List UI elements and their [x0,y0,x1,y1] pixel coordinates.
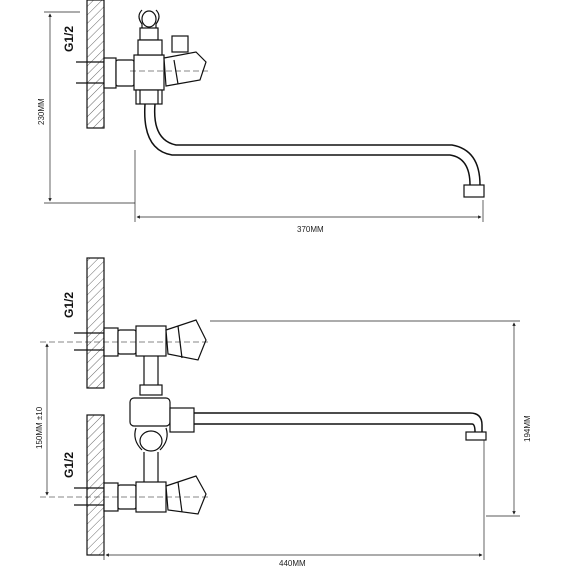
top-view-dimensions [44,11,484,222]
top-view [76,0,485,198]
thread-label-front-lower: G1/2 [62,452,76,478]
spacing-dim-label: 150MM ±10 [35,406,44,449]
front-view-dimensions [45,320,520,560]
thread-label-front-upper: G1/2 [62,292,76,318]
wall-hatch-lower [86,414,105,556]
wall-hatch-upper [86,257,105,389]
height-dim-label-front: 194MM [523,415,532,442]
wall-hatch-top [86,0,105,129]
length-dim-label-top: 370MM [297,225,324,234]
thread-label-top: G1/2 [62,26,76,52]
front-view [40,257,487,556]
height-dim-label-top: 230MM [37,98,46,125]
length-dim-label-front: 440MM [279,559,306,568]
